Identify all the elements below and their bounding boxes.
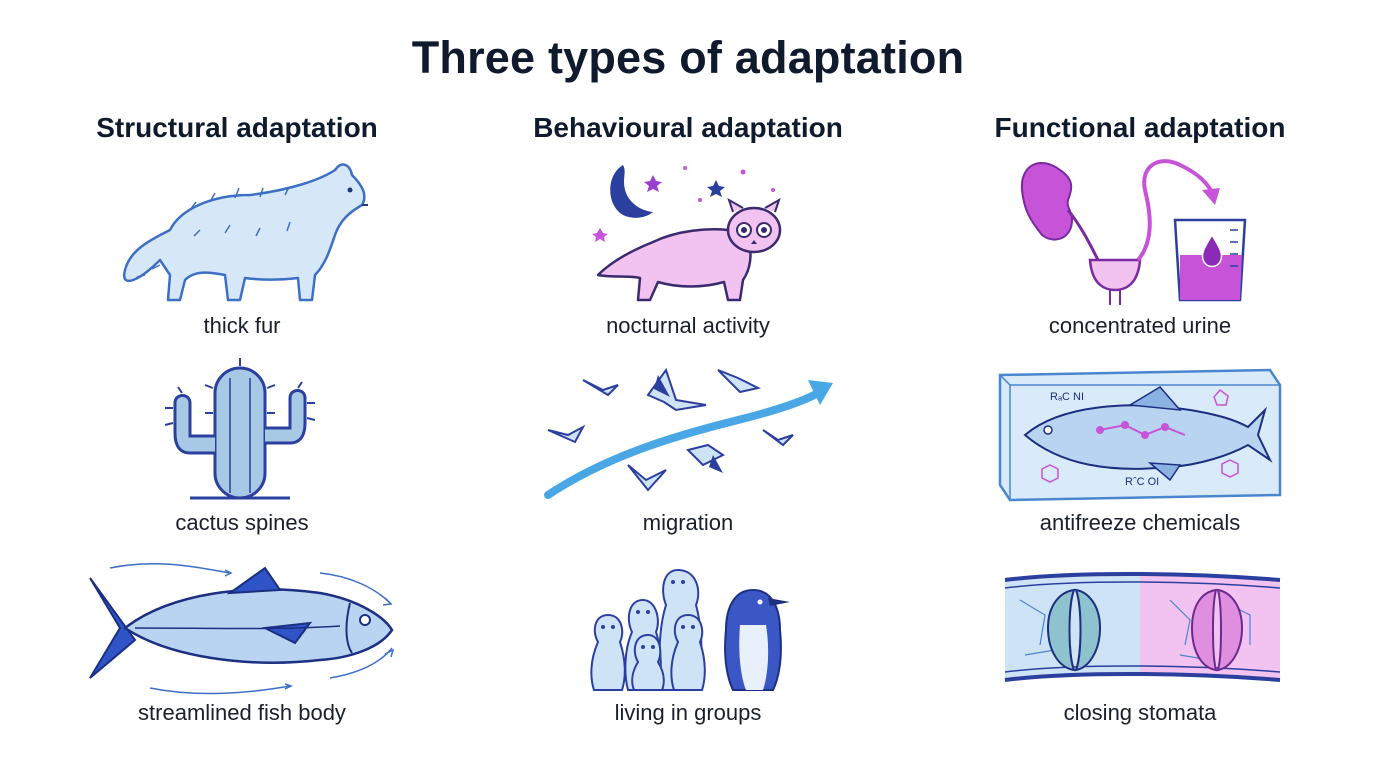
label-migration: migration	[642, 510, 734, 535]
meerkats-penguins-icon	[528, 550, 848, 710]
label-streamlined-fish-body: streamlined fish body	[138, 700, 346, 725]
kidney-beaker-icon	[980, 150, 1300, 310]
label-cactus-spines: cactus spines	[175, 510, 309, 535]
label-concentrated-urine: concentrated urine	[1048, 313, 1232, 338]
chem-label-bottom: RˆC OI	[1125, 476, 1159, 488]
label-living-in-groups: living in groups	[614, 700, 762, 725]
stomata-icon	[980, 560, 1300, 720]
heading-functional: Functional adaptation	[994, 112, 1286, 143]
cactus-icon	[80, 358, 400, 518]
heading-behavioural: Behavioural adaptation	[533, 112, 843, 143]
label-thick-fur: thick fur	[203, 313, 281, 338]
heading-structural: Structural adaptation	[96, 112, 378, 143]
migrating-birds-icon	[528, 355, 848, 515]
chem-label-top: RₐC NI	[1050, 391, 1084, 403]
label-nocturnal-activity: nocturnal activity	[606, 313, 770, 338]
arctic-fox-icon	[100, 150, 420, 310]
label-antifreeze-chemicals: antifreeze chemicals	[1039, 510, 1241, 535]
tuna-icon	[80, 548, 400, 708]
page-title: Three types of adaptation	[411, 32, 965, 83]
night-animal-icon	[528, 150, 848, 310]
fish-in-ice-icon: RₐC NI RˆC OI	[980, 355, 1300, 515]
label-closing-stomata: closing stomata	[1063, 700, 1217, 725]
